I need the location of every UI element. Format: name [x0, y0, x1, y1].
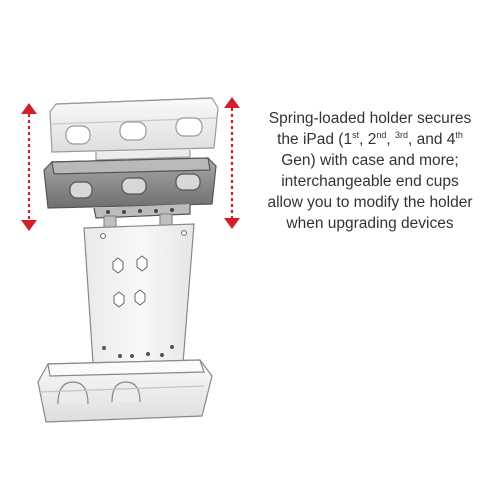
caption-line: allow you to modify the holder	[267, 194, 473, 211]
ordinal-suffix: 3rd	[394, 130, 408, 140]
up-down-arrow-icon	[224, 97, 240, 229]
holder-top-ghost	[49, 97, 219, 161]
back-plate	[83, 213, 195, 379]
ordinal-suffix: st	[352, 130, 360, 140]
holder-bottom-cup	[37, 359, 213, 423]
feature-description: Spring-loaded holder secures the iPad (1…	[250, 108, 490, 234]
caption-text: the iPad (1	[277, 131, 353, 148]
caption-line: interchangeable end cups	[281, 173, 459, 190]
ordinal-suffix: th	[455, 130, 463, 140]
up-down-arrow-icon	[21, 103, 37, 231]
caption-line: the iPad (1st, 2nd, 3rd, and 4th	[250, 129, 490, 150]
caption-line: Spring-loaded holder secures	[268, 110, 472, 127]
ordinal-suffix: nd	[376, 130, 387, 140]
caption-line: when upgrading devices	[286, 215, 454, 232]
caption-text: , and 4	[407, 131, 456, 148]
caption-line: Gen) with case and more;	[281, 152, 459, 169]
caption-text: ,	[386, 131, 395, 148]
caption-text: , 2	[359, 131, 377, 148]
holder-middle	[43, 157, 217, 219]
